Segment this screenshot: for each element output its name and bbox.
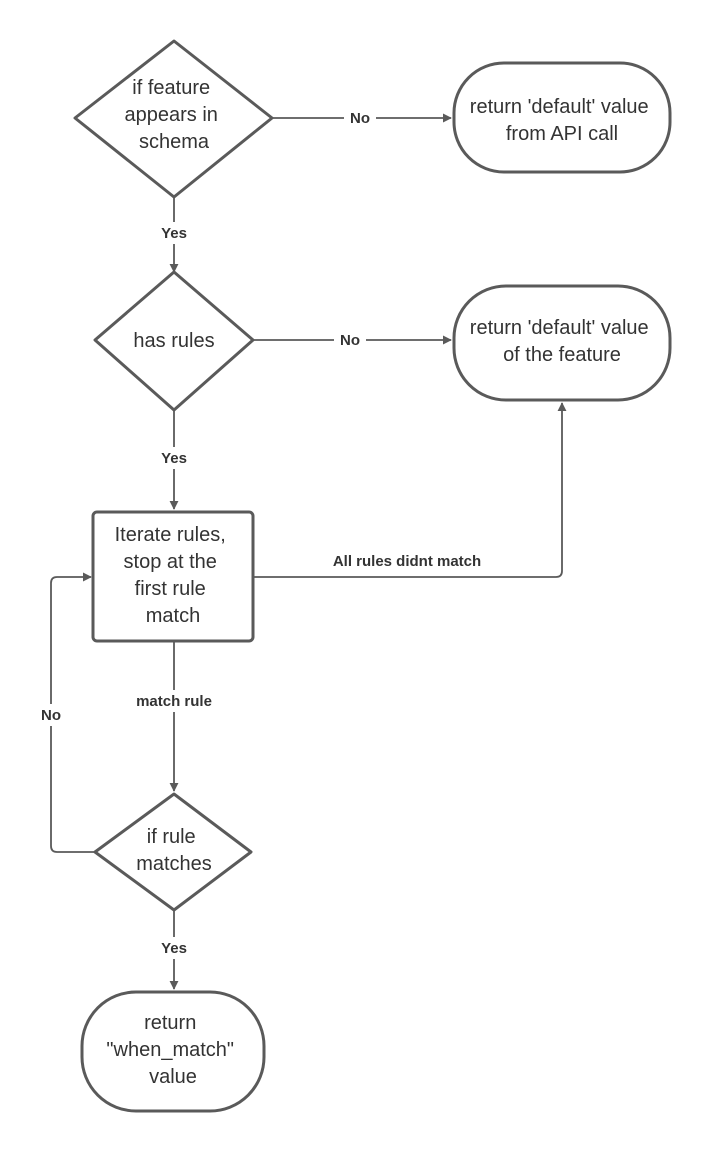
decision-rule-matches-text: if rule matches	[136, 826, 212, 875]
edge-label-rules-no: No	[340, 332, 360, 349]
edge-schema-yes: Yes	[154, 197, 194, 273]
terminal-return-feature-default: return 'default' value of the feature	[452, 284, 672, 402]
process-iterate-rules: Iterate rules, stop at the first rule ma…	[91, 510, 255, 643]
edge-rules-no: No	[253, 330, 452, 350]
decision-has-rules: has rules	[93, 270, 255, 412]
terminal-return-api-default: return 'default' value from API call	[452, 61, 672, 174]
edge-match-rule: match rule	[124, 641, 224, 792]
edge-label-schema-yes: Yes	[161, 225, 187, 242]
decision-has-rules-text: has rules	[133, 330, 214, 352]
edge-all-rules-didnt-match: All rules didnt match	[253, 402, 567, 578]
edge-label-match-rule: match rule	[136, 693, 212, 710]
decision-feature-in-schema: if feature appears in schema	[73, 39, 274, 199]
terminal-return-feature-default-text: return 'default' value of the feature	[470, 317, 654, 366]
decision-feature-in-schema-text: if feature appears in schema	[125, 77, 224, 153]
edge-label-rules-yes: Yes	[161, 450, 187, 467]
process-iterate-rules-text: Iterate rules, stop at the first rule ma…	[115, 524, 232, 627]
edge-label-all-rules-didnt-match: All rules didnt match	[333, 553, 481, 570]
terminal-return-api-default-text: return 'default' value from API call	[470, 96, 654, 145]
edge-label-matches-yes: Yes	[161, 940, 187, 957]
edge-matches-yes: Yes	[154, 910, 194, 990]
edge-schema-no: No	[272, 108, 452, 128]
terminal-return-when-match-text: return "when_match" value	[106, 1012, 239, 1088]
edge-rules-yes: Yes	[154, 410, 194, 510]
edge-label-schema-no: No	[350, 110, 370, 127]
edge-loop-no: No	[38, 572, 95, 853]
decision-rule-matches: if rule matches	[93, 792, 253, 912]
terminal-return-when-match: return "when_match" value	[80, 990, 266, 1113]
edge-label-loop-no: No	[41, 707, 61, 724]
